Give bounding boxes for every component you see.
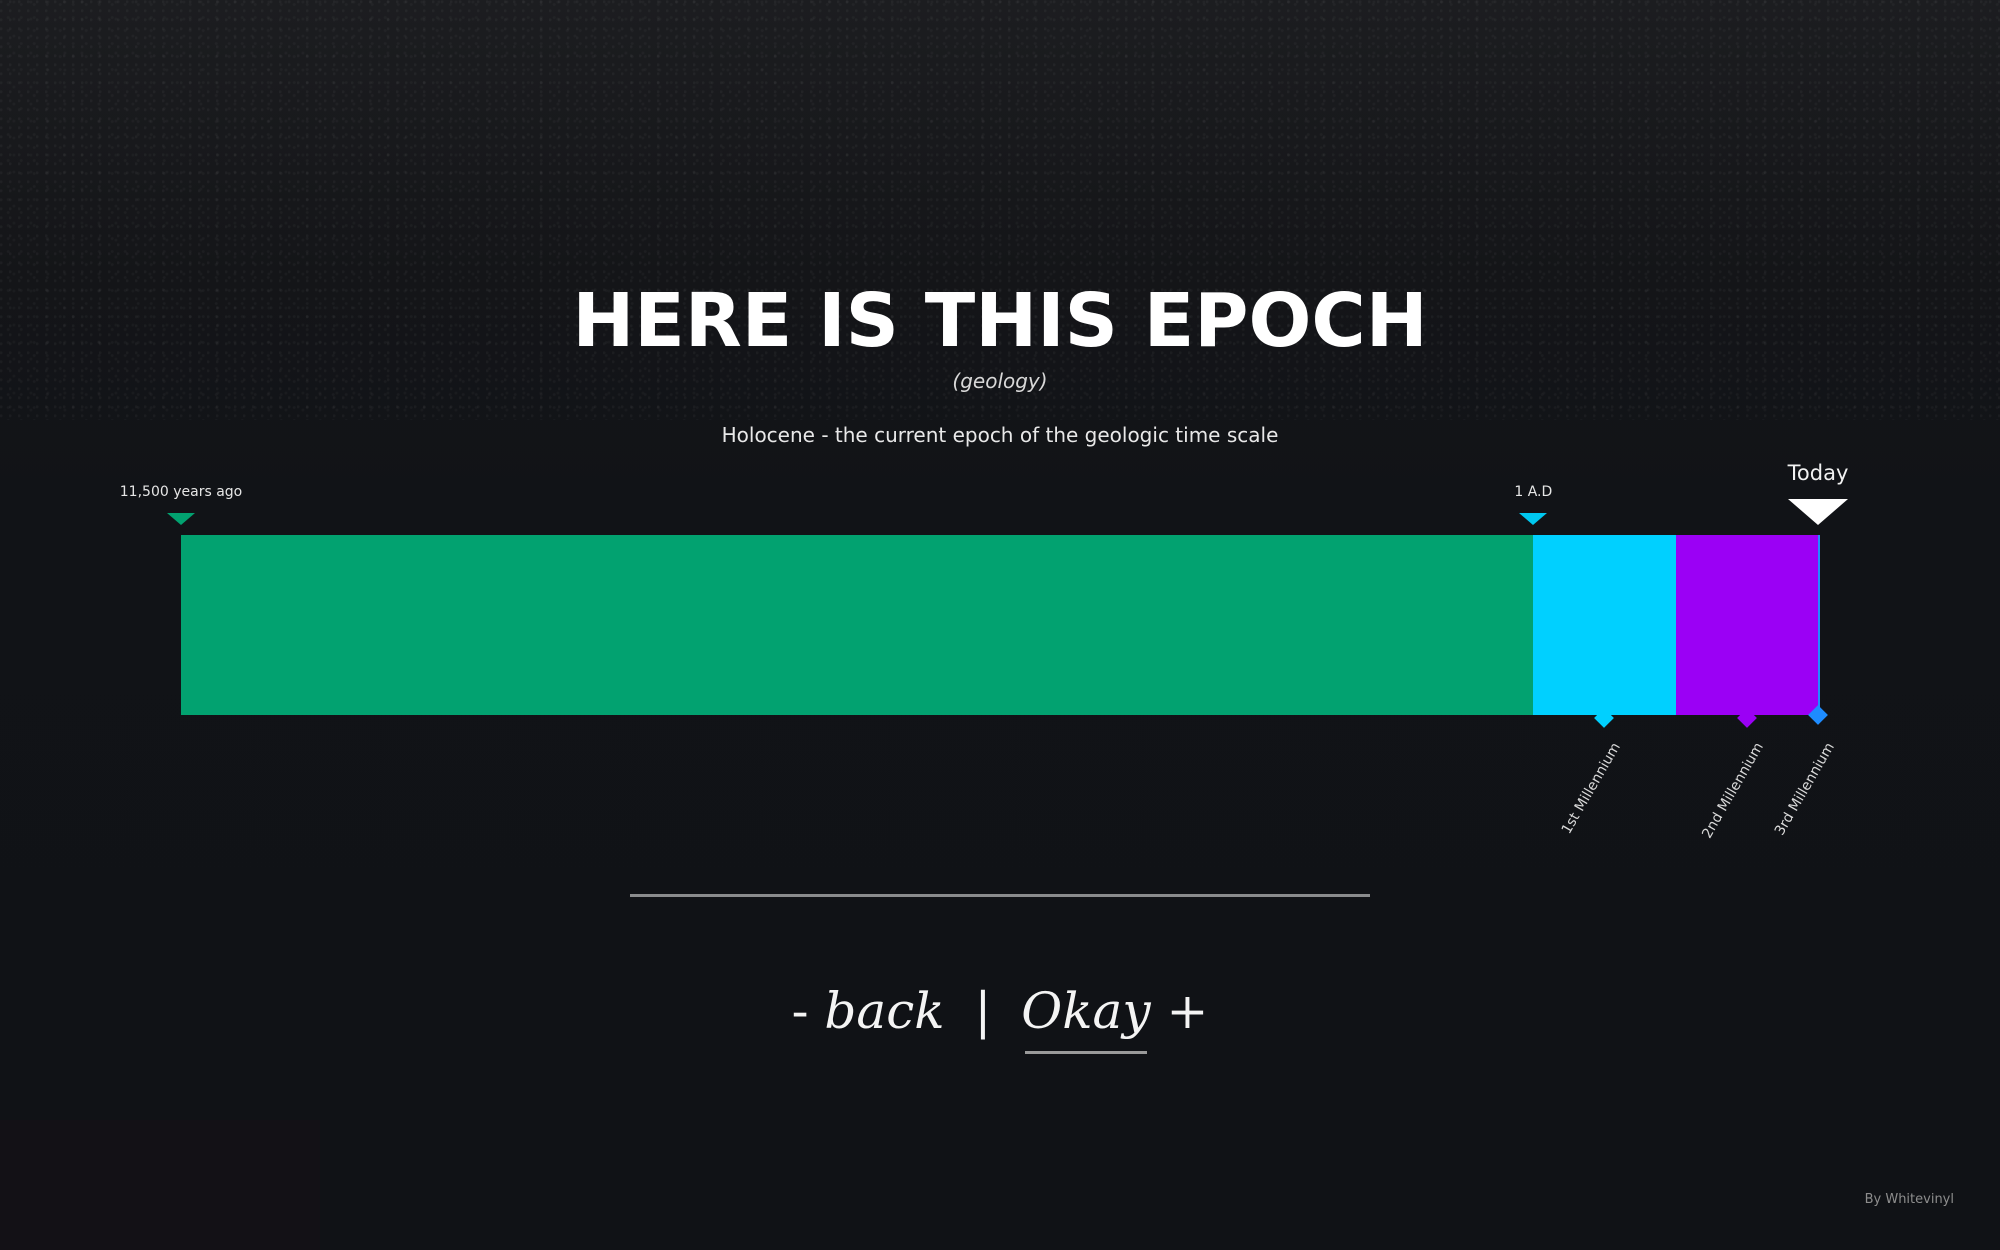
today-label: Today (1787, 461, 1849, 485)
timeline-segment (181, 535, 1534, 715)
back-link[interactable]: back (824, 982, 945, 1040)
author-credit[interactable]: By Whitevinyl (1864, 1192, 1954, 1207)
navigation-bar: - back | Okay + (0, 982, 2000, 1054)
divider-line (630, 894, 1370, 897)
millennium-label: 3rd Millennium (1771, 740, 1838, 839)
millennium-label: 1st Millennium (1559, 740, 1625, 837)
timeline-segment (1675, 535, 1818, 715)
timeline-marker-arrow-icon (1519, 513, 1548, 525)
forward-symbol[interactable]: + (1166, 982, 1209, 1040)
timeline-marker-label: 1 A.D (1514, 484, 1553, 500)
back-symbol[interactable]: - (791, 982, 809, 1040)
timeline-segment (1818, 535, 1820, 715)
okay-link[interactable]: Okay (1021, 982, 1151, 1054)
today-arrow-icon (1788, 499, 1848, 525)
nav-separator: | (974, 982, 992, 1040)
millennium-label: 2nd Millennium (1699, 740, 1767, 842)
epoch-timeline-chart: 11,500 years ago 1 A.D Today 1st Millennium… (119, 461, 1849, 842)
timeline-segment (1533, 535, 1676, 715)
epoch-description: Holocene - the current epoch of the geol… (721, 423, 1279, 447)
background-corner (0, 1120, 320, 1250)
timeline-marker-label: 11,500 years ago (119, 484, 243, 500)
timeline-marker-arrow-icon (167, 513, 195, 525)
page-title: HERE IS THIS EPOCH (572, 278, 1428, 364)
page-subtitle: (geology) (952, 369, 1048, 393)
